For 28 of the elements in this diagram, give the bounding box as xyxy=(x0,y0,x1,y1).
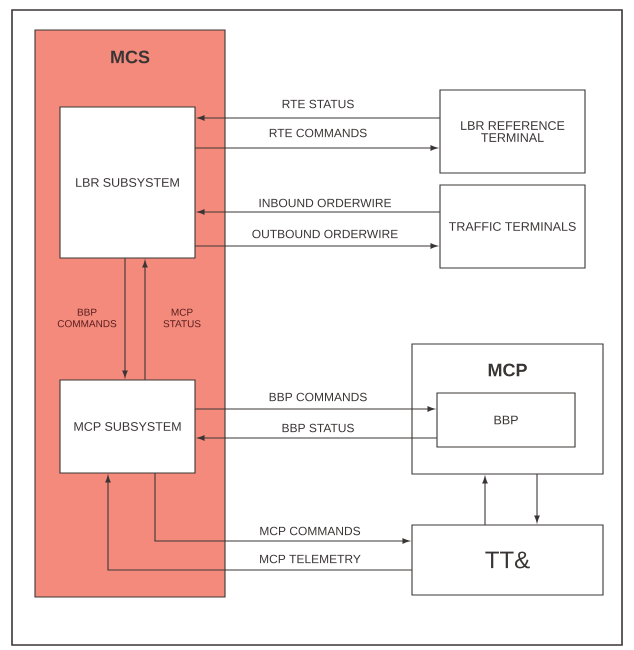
arrow xyxy=(122,258,128,378)
terminal-box: TRAFFIC TERMINALS xyxy=(439,184,586,269)
edge-label: RTE STATUS xyxy=(280,98,356,110)
unit-box: TT& xyxy=(411,524,604,596)
arrow xyxy=(198,435,436,441)
subsystem-box: LBR SUBSYSTEM xyxy=(59,106,196,259)
edge-label: BBP COMMANDS xyxy=(56,307,118,329)
arrow xyxy=(196,406,434,412)
arrow xyxy=(482,476,488,524)
arrow xyxy=(198,209,440,215)
arrow xyxy=(154,474,410,544)
edge-label: MCP TELEMETRY xyxy=(258,553,362,565)
edge-label: MCP STATUS xyxy=(156,307,208,329)
edge-label: BBP STATUS xyxy=(280,422,356,434)
terminal-box: LBR REFERENCE TERMINAL xyxy=(439,89,586,174)
arrow xyxy=(196,145,438,151)
edge-label: RTE COMMANDS xyxy=(267,127,369,139)
arrow xyxy=(196,243,438,249)
edge-label: INBOUND ORDERWIRE xyxy=(256,197,394,209)
edge-label: OUTBOUND ORDERWIRE xyxy=(250,228,400,240)
arrow xyxy=(105,476,412,571)
arrow xyxy=(198,115,440,121)
subsystem-box: MCP SUBSYSTEM xyxy=(59,379,196,474)
edge-label: MCP COMMANDS xyxy=(258,525,362,537)
edge-label: BBP COMMANDS xyxy=(267,391,369,403)
subsystem-box: BBP xyxy=(436,392,576,448)
arrow xyxy=(534,474,540,522)
arrow xyxy=(142,260,148,380)
